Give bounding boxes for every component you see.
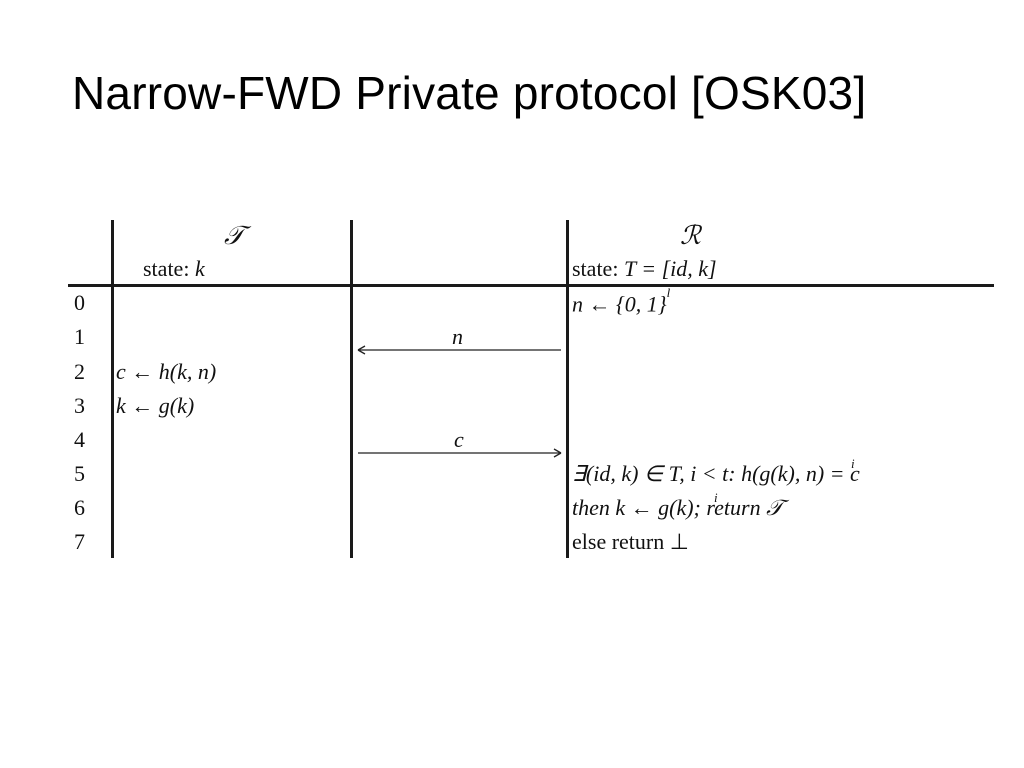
reader-step-5-sup: i: [851, 456, 855, 471]
tag-state-label: state:: [143, 256, 190, 281]
slide-title: Narrow-FWD Private protocol [OSK03]: [72, 67, 867, 119]
reader-state-label: state:: [572, 256, 619, 281]
row-number: 0: [74, 290, 85, 315]
header-separator: [68, 284, 994, 287]
reader-step-7-expr: else return ⊥: [572, 529, 689, 554]
tag-column-divider: [350, 220, 353, 558]
reader-step-7: else return ⊥: [572, 531, 689, 553]
row-number: 1: [74, 324, 85, 349]
reader-step-6-expr: then k ← g(k); return 𝒯: [572, 495, 783, 520]
tag-state-value: k: [194, 256, 205, 281]
row-number: 4: [74, 427, 85, 452]
row-number-divider: [111, 220, 114, 558]
tag-step-3: k ← g(k): [116, 393, 195, 418]
row-number: 6: [74, 495, 85, 520]
tag-step-2: c ← h(k, n): [116, 359, 217, 384]
row-number: 5: [74, 461, 85, 486]
reader-step-6-sup: i: [714, 490, 718, 505]
reader-state: state: T = [id, k]: [572, 258, 717, 280]
tag-state: state: k: [143, 258, 205, 280]
tag-symbol: 𝒯: [224, 221, 244, 251]
reader-symbol: ℛ: [680, 221, 701, 251]
reader-step-0-expr: n ← {0, 1}: [572, 291, 667, 317]
reader-step-5-expr: ∃(id, k) ∈ T, i < t: h(g(k), n) = c: [572, 461, 860, 486]
row-number: 2: [74, 359, 85, 384]
message-n-arrow: [357, 345, 561, 355]
reader-step-0: n ← {0, 1}l: [572, 286, 670, 317]
message-c-arrow: [358, 448, 562, 458]
message-n-label: n: [452, 324, 463, 349]
reader-step-5: ∃(id, k) ∈ T, i < t: h(g(k), n) = c: [572, 463, 860, 485]
reader-column-divider: [566, 220, 569, 558]
reader-step-0-sup: l: [666, 285, 671, 300]
reader-state-value: T = [id, k]: [623, 256, 717, 281]
row-number: 7: [74, 529, 85, 554]
reader-step-6: then k ← g(k); return 𝒯: [572, 497, 783, 519]
row-number: 3: [74, 393, 85, 418]
message-c-label: c: [454, 427, 464, 452]
